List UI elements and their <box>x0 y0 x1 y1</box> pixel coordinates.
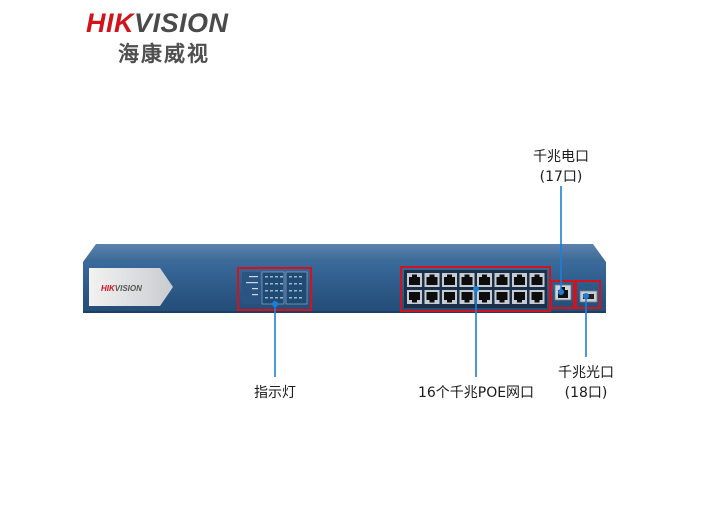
rj45-notch-6 <box>499 274 505 277</box>
rj45-socket-10 <box>426 292 438 300</box>
indicator-panel <box>242 271 308 305</box>
fiber-port-title: 千兆光口 <box>558 365 614 381</box>
chassis-bottom-edge <box>83 311 606 313</box>
rj45-notch-14 <box>499 300 505 303</box>
led-label-4 <box>252 294 258 296</box>
poe-ports-label: 16个千兆POE网口 <box>417 385 535 401</box>
led-label-2 <box>246 282 258 284</box>
fiber-port-label: 千兆光口 (18口) <box>546 362 626 402</box>
hikvision-logo: HIKVISION <box>86 8 229 39</box>
fiber-callout-box <box>575 280 601 309</box>
copper-port-label: 千兆电口 (17口) <box>521 146 601 186</box>
copper-callout-box <box>550 280 575 309</box>
led-dots <box>265 276 302 299</box>
rj45-notch-11 <box>447 300 452 303</box>
rj45-socket-6 <box>496 277 508 285</box>
logo-prefix: HIK <box>86 8 134 38</box>
copper-leader-dot <box>558 289 564 295</box>
rj45-socket-12 <box>461 292 473 300</box>
rj45-socket-9 <box>409 292 420 300</box>
rj45-notch-15 <box>517 300 522 303</box>
chassis-top <box>83 244 606 262</box>
fiber-port-count: (18口) <box>564 385 608 401</box>
rj45-socket-5 <box>479 277 490 285</box>
panel-logo-suffix: VISION <box>115 284 142 293</box>
rj45-notch-10 <box>429 300 435 303</box>
rj45-socket-14 <box>496 292 508 300</box>
rj45-socket-11 <box>444 292 455 300</box>
panel-logo-prefix: HIK <box>101 284 116 293</box>
logo-suffix: VISION <box>134 8 229 38</box>
rj45-socket-7 <box>514 277 525 285</box>
led-grid-2 <box>285 271 308 305</box>
indicator-leader-dot <box>272 301 278 307</box>
rj45-socket-16 <box>531 292 543 300</box>
rj45-notch-4 <box>464 274 470 277</box>
led-label-3 <box>252 288 258 290</box>
logo-chinese: 海康威视 <box>118 42 210 66</box>
rj45-notch-16 <box>534 300 540 303</box>
led-label-1 <box>249 276 258 278</box>
rj45-notch-8 <box>534 274 540 277</box>
rj45-notch-13 <box>482 300 487 303</box>
rj45-notch-9 <box>412 300 417 303</box>
rj45-notch-2 <box>429 274 435 277</box>
indicator-label: 指示灯 <box>254 385 296 401</box>
copper-port-count: (17口) <box>539 169 583 185</box>
brand-plate <box>89 268 173 306</box>
rj45-socket-4 <box>461 277 473 285</box>
fiber-leader-dot <box>583 293 589 299</box>
rj45-socket-3 <box>444 277 455 285</box>
rj45-notch-12 <box>464 300 470 303</box>
rj45-socket-8 <box>531 277 543 285</box>
poe-leader-dot <box>473 286 479 292</box>
rj45-notch-1 <box>412 274 417 277</box>
rj45-socket-1 <box>409 277 420 285</box>
poe-ports <box>407 273 545 304</box>
rj45-socket-2 <box>426 277 438 285</box>
rj45-notch-5 <box>482 274 487 277</box>
copper-port-title: 千兆电口 <box>533 149 589 165</box>
rj45-socket-13 <box>479 292 490 300</box>
indicator-label-strip <box>242 272 260 304</box>
panel-logo: HIKVISION <box>101 284 142 293</box>
rj45-notch-7 <box>517 274 522 277</box>
rj45-notch-3 <box>447 274 452 277</box>
rj45-socket-15 <box>514 292 525 300</box>
copper-port-notch <box>561 287 565 290</box>
